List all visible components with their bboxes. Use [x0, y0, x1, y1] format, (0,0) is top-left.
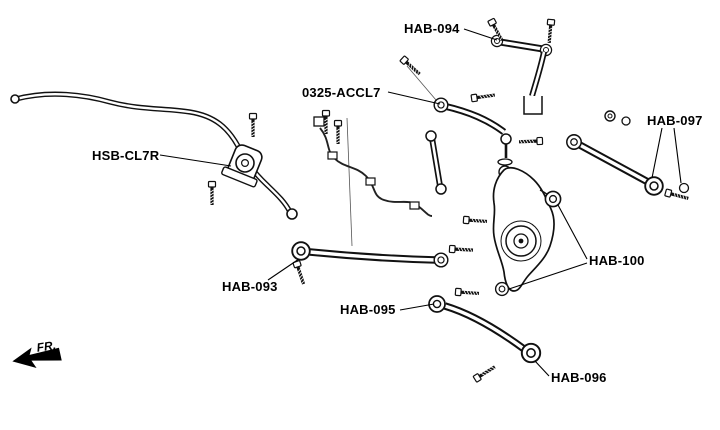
upper-arm-accl7 [433, 90, 513, 179]
upper-arm-hab097 [517, 110, 691, 204]
bolt-icon [247, 111, 259, 139]
bolt-icon [517, 135, 545, 147]
stabilizer-bushing-bracket [206, 111, 263, 207]
bolt-icon [453, 286, 481, 299]
callout-hab-093: HAB-093 [222, 279, 278, 294]
fr-direction-arrow: FR. [12, 338, 62, 369]
callout-hab-100: HAB-100 [589, 253, 645, 268]
callout-hsb-cl7r: HSB-CL7R [92, 148, 160, 163]
bolt-icon [332, 118, 344, 146]
callout-hab-096: HAB-096 [551, 370, 607, 385]
upper-link-hab094 [398, 16, 557, 115]
ball-joint [500, 133, 512, 145]
stabilizer-end-link [425, 130, 447, 195]
stabilizer-bar [10, 91, 298, 220]
bolt-icon [447, 243, 475, 256]
bolt-icon [206, 179, 218, 207]
bar-link-eye [286, 208, 298, 220]
bushing-icon [494, 281, 510, 297]
bushing-icon [433, 252, 449, 268]
fr-label: FR. [36, 338, 57, 355]
bolt-icon [471, 362, 499, 384]
bushing-icon [566, 134, 582, 150]
bolt-icon [461, 214, 489, 227]
bushing-icon [433, 97, 449, 113]
leader-lines [159, 28, 682, 377]
bolt-icon [291, 258, 309, 287]
bushing-icon [544, 190, 562, 208]
bolt-icon [469, 90, 497, 104]
bolt-icon [398, 54, 424, 79]
abs-sensor-wire [313, 108, 433, 217]
bushing-icon [291, 241, 311, 261]
callout-hab-097: HAB-097 [647, 113, 703, 128]
bar-end-eye [10, 94, 20, 104]
lower-arm-hab095 [428, 286, 542, 384]
callout-hab-094: HAB-094 [404, 21, 460, 36]
callout-hab-095: HAB-095 [340, 302, 396, 317]
knuckle [461, 166, 562, 297]
bushing-icon [644, 176, 664, 196]
lateral-arm-hab093 [291, 241, 475, 287]
callout-0325-accl7: 0325-ACCL7 [302, 85, 381, 100]
bushing-hab096-icon [520, 342, 542, 364]
construction-lines [346, 29, 501, 247]
bolt-icon [544, 17, 557, 45]
